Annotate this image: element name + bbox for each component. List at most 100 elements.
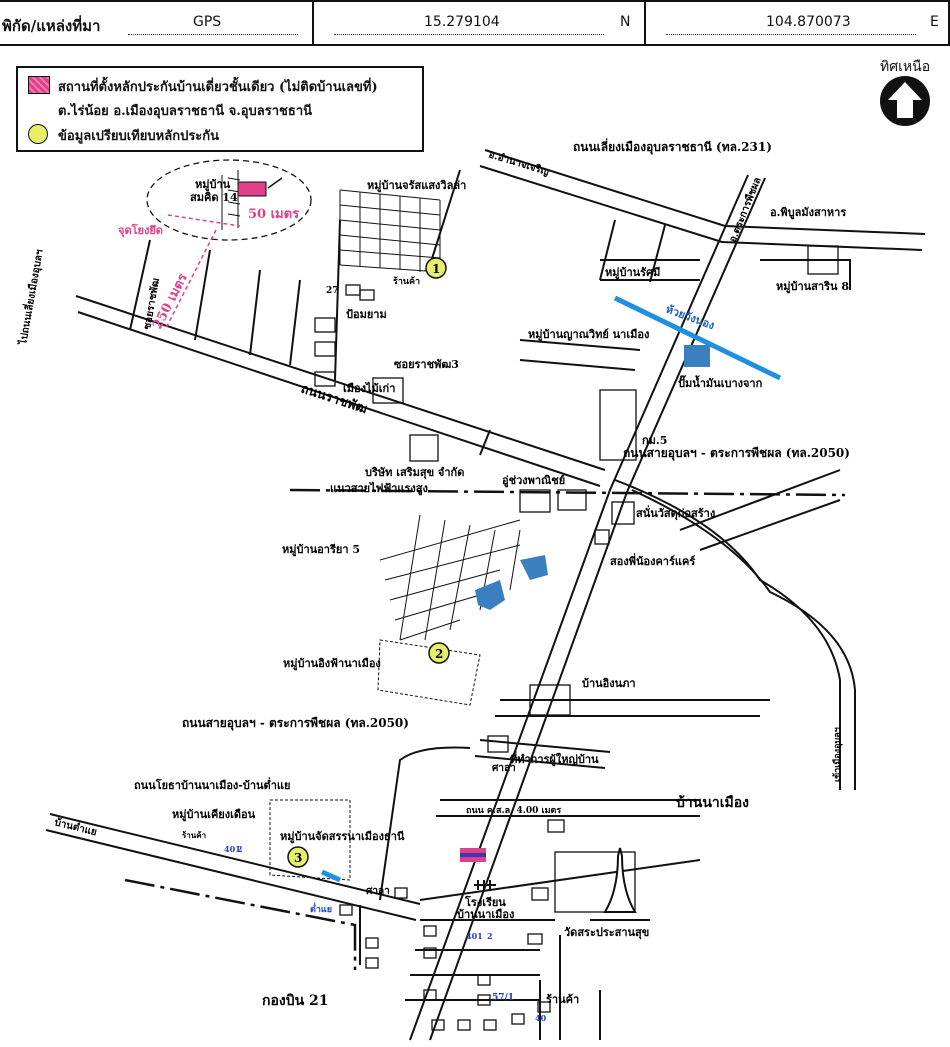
label-moo-sarin: หมู่บ้านสาริน 8 bbox=[776, 280, 849, 294]
water-mark bbox=[320, 869, 342, 883]
label-school-1: โรงเรียน bbox=[464, 895, 506, 909]
label-moo-somkid-2: สมคิด 14 bbox=[190, 191, 238, 204]
marker-1-label: 1 bbox=[432, 262, 440, 276]
header-lat-cell: 15.279104 N bbox=[314, 0, 646, 46]
latitude-value: 15.279104 bbox=[424, 14, 500, 30]
dimension-250m bbox=[164, 229, 217, 331]
label-company: บริษัท เสริมสุข จำกัด bbox=[365, 466, 464, 480]
stream bbox=[613, 295, 782, 381]
label-mueang-mai: เมืองไม้เก่า bbox=[343, 381, 395, 395]
label-moo-yan: หมู่บ้านญาณวิทย์ นาเมือง bbox=[528, 328, 649, 342]
label-road-bypass: ถนนเลี่ยงเมืองอุบลราชธานี (ทล.231) bbox=[573, 138, 772, 155]
label-phuyai: ที่ทำการผู้ใหญ่บ้าน bbox=[510, 751, 599, 767]
map-legend: สถานที่ตั้งหลักประกันบ้านเดี่ยวชั้นเดียว… bbox=[16, 66, 424, 152]
label-road-2050-top: ถนนสายอุบลฯ - ตระการพืชผล (ทล.2050) bbox=[623, 446, 850, 461]
label-km5: กม.5 bbox=[642, 434, 667, 447]
label-road-2050-mid: ถนนสายอุบลฯ - ตระการพืชผล (ทล.2050) bbox=[182, 716, 409, 731]
label-num-27: 27 bbox=[326, 286, 339, 296]
label-shop-3: ร้านค้า bbox=[546, 993, 579, 1006]
longitude-value: 104.870073 bbox=[766, 14, 851, 30]
building-blocks bbox=[314, 245, 839, 1031]
collateral-plot bbox=[237, 181, 267, 197]
comparable-marker-3 bbox=[287, 846, 309, 868]
road-bypass-231-edge bbox=[479, 165, 923, 251]
road-rachaphat bbox=[77, 311, 601, 487]
road-bypass-231 bbox=[484, 149, 926, 235]
road-tamyae-edge bbox=[45, 829, 417, 921]
village-grid-somkid bbox=[221, 170, 241, 230]
legend-comparable: ข้อมูลเปรียบเทียบหลักประกัน bbox=[58, 129, 220, 144]
label-num-401b: 401 bbox=[224, 844, 241, 854]
pond bbox=[520, 555, 548, 580]
label-khuang: อู่ช่วงพาณิชย์ bbox=[502, 474, 565, 488]
label-road-kso: ถนน ค.ส.ล. 4.00 เมตร bbox=[466, 806, 561, 816]
label-shop-1: ร้านค้า bbox=[393, 276, 420, 287]
gas-station-icon bbox=[684, 345, 710, 367]
label-ref-point: จุดโยงยึด bbox=[118, 223, 163, 238]
longitude-direction: E bbox=[930, 14, 939, 30]
label-num-571: 57/1 bbox=[492, 993, 514, 1003]
label-moo-chat: หมู่บ้านจัดสรรนาเมืองธานี bbox=[280, 830, 405, 844]
road-tamyae bbox=[49, 813, 421, 905]
comparable-marker-2 bbox=[428, 642, 450, 664]
legend-collateral-line2: ต.ไร่น้อย อ.เมืองอุบลราชธานี จ.อุบลราชธา… bbox=[58, 104, 313, 119]
legend-collateral-line1: สถานที่ตั้งหลักประกันบ้านเดี่ยวชั้นเดียว… bbox=[58, 80, 378, 95]
label-moo-ratsami: หมู่บ้านรัศมี bbox=[605, 266, 660, 280]
pond bbox=[475, 580, 505, 610]
header-lon-cell: 104.870073 E bbox=[646, 0, 950, 46]
header-source-cell: พิกัด/แหล่งที่มา GPS bbox=[0, 0, 314, 46]
label-sala: ศาลา bbox=[492, 763, 516, 774]
label-moo-jarat: หมู่บ้านจรัสแสงวิลล่า bbox=[367, 179, 466, 193]
label-wat: วัดสระประสานสุข bbox=[564, 926, 649, 940]
marker-3-label: 3 bbox=[294, 851, 302, 865]
label-tamyae-small: ต่ำแย bbox=[310, 902, 332, 915]
temple-stupa-icon bbox=[603, 847, 637, 913]
label-song-phinong: สองพี่น้องคาร์แคร์ bbox=[610, 553, 695, 568]
comparable-swatch bbox=[28, 124, 48, 144]
collateral-swatch bbox=[28, 76, 50, 94]
label-phibun: อ.พิบูลมังสาหาร bbox=[770, 206, 846, 220]
label-shop-2: ร้านค้า bbox=[182, 830, 206, 840]
village-grid-jarat bbox=[339, 189, 441, 273]
label-kong-bin: กองบิน 21 bbox=[262, 993, 329, 1009]
label-sanan: สนั่นวัสดุก่อสร้าง bbox=[636, 505, 715, 521]
label-gas-station: ปั๊มน้ำมันเบางจาก bbox=[678, 375, 763, 390]
label-ban-tamyae: บ้านต่ำแย bbox=[53, 814, 98, 838]
source-value: GPS bbox=[193, 14, 222, 30]
label-num-2: 2 bbox=[487, 931, 493, 941]
road-to-city-edge bbox=[631, 489, 856, 790]
north-label: ทิศเหนือ bbox=[880, 59, 931, 75]
label-road-nameuang: ถนนโยธาบ้านนาเมือง-บ้านต่ำแย bbox=[134, 777, 290, 792]
label-num-401: 401 bbox=[466, 931, 483, 941]
label-dist-50: 50 เมตร bbox=[248, 207, 299, 222]
label-school-2: บ้านนาเมือง bbox=[457, 908, 514, 921]
village-grid-ariya bbox=[379, 514, 521, 641]
label-num-40: 40 bbox=[535, 1013, 547, 1023]
coordinate-label: พิกัด/แหล่งที่มา bbox=[2, 17, 101, 35]
label-pomyam: ป้อมยาม bbox=[346, 308, 387, 321]
marker-2-label: 2 bbox=[435, 647, 443, 661]
label-soi-rachaphat3: ซอยราชพัฒ3 bbox=[394, 358, 459, 371]
dimension-50m bbox=[167, 214, 241, 227]
label-to-ubon: ไปถนนเลี่ยงเมืองอุบลฯ bbox=[15, 248, 46, 347]
power-line bbox=[124, 488, 846, 970]
label-ban-nameuang: บ้านนาเมือง bbox=[676, 795, 749, 811]
label-amnat: อ.อำนาจเจริญ bbox=[487, 148, 551, 178]
label-moo-khiang: หมู่บ้านเคียงเดือน bbox=[172, 808, 256, 822]
coordinate-bar: พิกัด/แหล่งที่มา GPS 15.279104 N 104.870… bbox=[0, 0, 950, 46]
label-ban-ing: บ้านอิงนภา bbox=[582, 677, 636, 690]
pointer-line bbox=[267, 177, 283, 189]
subject-area-ellipse bbox=[146, 159, 312, 241]
label-num-2b: 2 bbox=[237, 844, 243, 854]
road-rachaphat-edge bbox=[75, 295, 606, 471]
comparable-marker-1 bbox=[425, 257, 447, 279]
label-moo-ing: หมู่บ้านอิงฟ้านาเมือง bbox=[283, 657, 381, 671]
comparable-markers: 1 2 3 bbox=[287, 257, 450, 868]
north-indicator: ทิศเหนือ bbox=[874, 56, 944, 126]
label-moo-somkid: หมู่บ้าน bbox=[195, 178, 231, 192]
label-to-mueang: เข้าเมืองอุบลฯ bbox=[831, 727, 843, 782]
label-moo-ariya: หมู่บ้านอารียา 5 bbox=[282, 543, 360, 557]
road-to-city bbox=[614, 479, 841, 790]
label-sala-2: ศาลา bbox=[366, 886, 390, 897]
